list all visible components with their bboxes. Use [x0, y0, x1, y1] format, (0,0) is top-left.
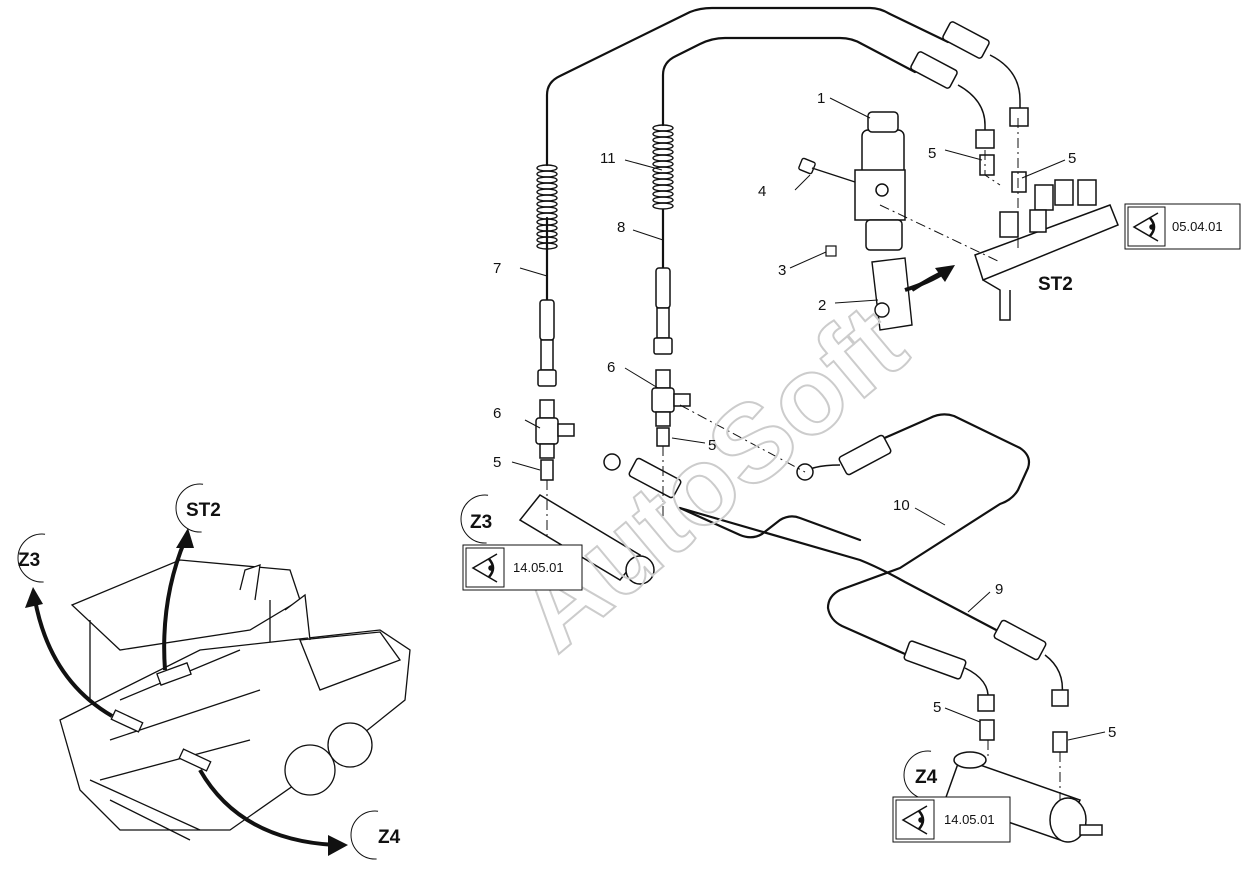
fittings [535, 21, 1069, 753]
cylinder-z4 [944, 751, 1103, 843]
ref-box-st2: 05.04.01 [1124, 203, 1241, 250]
label-z3: Z3 [470, 512, 492, 533]
ref-box-z4: 14.05.01 [892, 796, 1011, 843]
machine-overview [59, 559, 411, 841]
watermark: AutoSoft [493, 282, 928, 675]
callout-5e: 5 [933, 699, 941, 716]
cylinder-z3 [518, 494, 655, 585]
valve-1 [854, 111, 906, 251]
callout-6b: 6 [607, 359, 615, 376]
callout-8: 8 [617, 219, 625, 236]
ref-box-z3: 14.05.01 [462, 544, 583, 591]
overview-label-st2: ST2 [186, 500, 221, 521]
hose-8 [661, 36, 917, 127]
bolt-4 [798, 157, 856, 183]
callout-7: 7 [493, 260, 501, 277]
spring-11-right [652, 124, 674, 210]
ref-code-st2: 05.04.01 [1172, 219, 1223, 234]
callout-3: 3 [778, 262, 786, 279]
callout-10: 10 [893, 497, 910, 514]
spring-11-left [536, 164, 558, 250]
plug-3 [825, 245, 837, 257]
valve-block-st2 [974, 179, 1119, 321]
eye-icon [471, 553, 498, 583]
callout-5d: 5 [708, 437, 716, 454]
callout-5a: 5 [928, 145, 936, 162]
callout-numbers: 1 2 3 4 5 5 5 5 5 5 6 6 7 8 9 10 11 [493, 90, 1116, 741]
callout-5f: 5 [1108, 724, 1116, 741]
callout-1: 1 [817, 90, 825, 107]
callout-9: 9 [995, 581, 1003, 598]
z4-reference: Z4 [903, 750, 953, 800]
hose-10 [826, 413, 1031, 656]
z3-reference: Z3 [460, 494, 510, 544]
overview-label-z4: Z4 [378, 827, 401, 848]
eye-icon [1132, 212, 1159, 242]
ref-code-z3: 14.05.01 [513, 560, 564, 575]
spring-guards [536, 124, 674, 250]
callout-5b: 5 [1068, 150, 1076, 167]
ref-code-z4: 14.05.01 [944, 812, 995, 827]
label-z4: Z4 [915, 767, 938, 788]
callout-5c: 5 [493, 454, 501, 471]
overview-arrows [33, 539, 336, 847]
label-st2: ST2 [1038, 274, 1073, 295]
seal-kit-2 [871, 257, 949, 331]
hose-7 [545, 6, 950, 167]
callout-6a: 6 [493, 405, 501, 422]
callout-11: 11 [600, 150, 616, 167]
callout-4: 4 [758, 183, 766, 200]
callout-2: 2 [818, 297, 826, 314]
overview-label-z3: Z3 [18, 550, 40, 571]
hose-9 [678, 506, 1002, 634]
eye-icon [901, 805, 928, 835]
